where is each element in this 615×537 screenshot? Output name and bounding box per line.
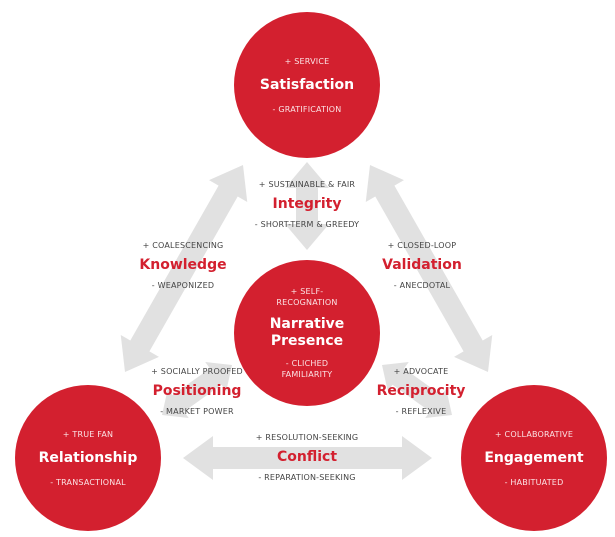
knowledge-minus: - WEAPONIZED: [151, 281, 215, 290]
arrow-conflict: [183, 436, 432, 480]
positioning-minus: - MARKET POWER: [160, 407, 234, 416]
reciprocity-minus: - REFLEXIVE: [395, 407, 447, 416]
validation-title: Validation: [382, 257, 462, 273]
relationship-title: Relationship: [38, 449, 138, 466]
circle-engagement: + COLLABORATIVE Engagement - HABITUATED: [461, 385, 607, 531]
label-positioning: + SOCIALLY PROOFED Positioning - MARKET …: [117, 366, 277, 417]
narrative-minus: - CLICHED FAMILIARITY: [281, 359, 333, 379]
narrative-title: Narrative Presence: [269, 316, 345, 349]
circle-satisfaction: + SERVICE Satisfaction - GRATIFICATION: [234, 12, 380, 158]
conflict-title: Conflict: [276, 449, 338, 465]
reciprocity-title: Reciprocity: [376, 383, 466, 399]
arrow-positioning: [162, 361, 232, 419]
integrity-minus: - SHORT-TERM & GREEDY: [254, 220, 360, 229]
knowledge-plus: + COALESCENCING: [142, 241, 224, 250]
satisfaction-minus: - GRATIFICATION: [272, 104, 342, 114]
reciprocity-plus: + ADVOCATE: [393, 367, 449, 376]
validation-plus: + CLOSED-LOOP: [387, 241, 457, 250]
conflict-plus: + RESOLUTION-SEEKING: [255, 433, 359, 442]
relationship-plus: + TRUE FAN: [62, 429, 114, 439]
arrow-validation: [365, 165, 493, 372]
conflict-minus: - REPARATION-SEEKING: [258, 473, 356, 482]
circle-narrative-presence: + SELF-RECOGNATION Narrative Presence - …: [234, 260, 380, 406]
arrow-reciprocity: [382, 361, 452, 419]
arrow-integrity: [285, 162, 329, 250]
label-conflict: + RESOLUTION-SEEKING Conflict - REPARATI…: [227, 432, 387, 483]
engagement-plus: + COLLABORATIVE: [494, 429, 574, 439]
label-knowledge: + COALESCENCING Knowledge - WEAPONIZED: [103, 240, 263, 291]
integrity-plus: + SUSTAINABLE & FAIR: [258, 180, 356, 189]
positioning-plus: + SOCIALLY PROOFED: [151, 367, 243, 376]
validation-minus: - ANECDOTAL: [393, 281, 451, 290]
arrow-knowledge: [120, 165, 248, 372]
relationship-minus: - TRANSACTIONAL: [50, 477, 126, 487]
narrative-plus: + SELF-RECOGNATION: [276, 287, 338, 307]
label-reciprocity: + ADVOCATE Reciprocity - REFLEXIVE: [341, 366, 501, 417]
satisfaction-title: Satisfaction: [259, 76, 355, 93]
engagement-minus: - HABITUATED: [504, 477, 564, 487]
integrity-title: Integrity: [272, 196, 342, 212]
positioning-title: Positioning: [152, 383, 242, 399]
satisfaction-plus: + SERVICE: [284, 56, 330, 66]
engagement-title: Engagement: [484, 449, 584, 466]
label-integrity: + SUSTAINABLE & FAIR Integrity - SHORT-T…: [227, 179, 387, 230]
label-validation: + CLOSED-LOOP Validation - ANECDOTAL: [342, 240, 502, 291]
knowledge-title: Knowledge: [139, 257, 227, 273]
circle-relationship: + TRUE FAN Relationship - TRANSACTIONAL: [15, 385, 161, 531]
